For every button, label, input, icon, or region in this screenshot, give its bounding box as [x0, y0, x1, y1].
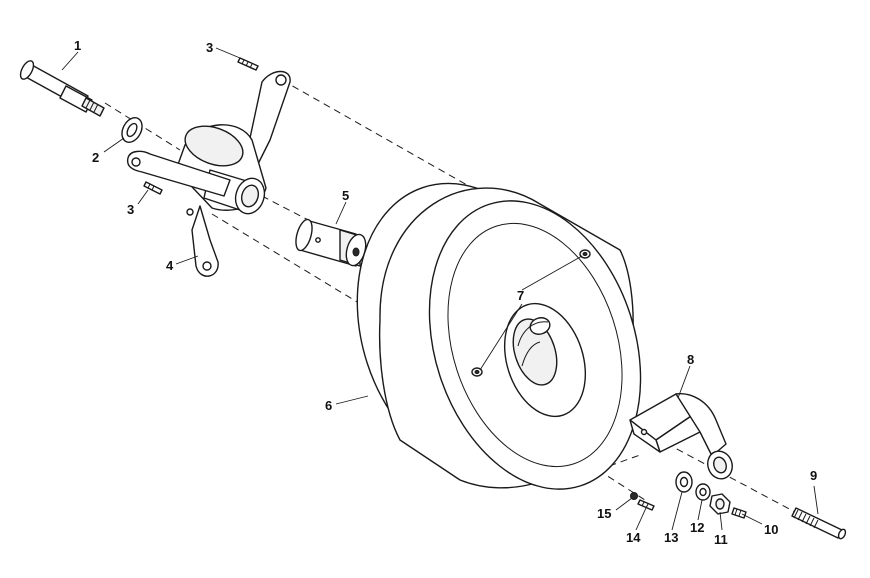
callout-10: 10	[764, 522, 778, 537]
part-11-nut	[709, 493, 731, 515]
part-1-axle-pin	[19, 60, 105, 117]
callout-6: 6	[325, 398, 332, 413]
part-3-screw-lower	[143, 181, 163, 195]
callout-13: 13	[664, 530, 678, 545]
part-8-bracket	[629, 393, 733, 480]
part-12-lock-washer	[695, 483, 711, 501]
callout-4: 4	[166, 258, 174, 273]
part-4-fork-bracket	[126, 70, 291, 277]
callout-15: 15	[597, 506, 611, 521]
callout-labels: 1 2 3 3 4 5 6 7 8 9 10 11 12 13 14 15	[74, 38, 817, 547]
callout-8: 8	[687, 352, 694, 367]
part-5-bushing	[295, 218, 367, 267]
callout-12: 12	[690, 520, 704, 535]
callout-1: 1	[74, 38, 81, 53]
part-13-washer	[675, 471, 693, 493]
part-9-bolt	[791, 507, 847, 540]
callout-5: 5	[342, 188, 349, 203]
part-3-screw-top	[237, 57, 259, 71]
callout-3-top: 3	[206, 40, 213, 55]
part-6-wheel	[356, 182, 642, 490]
callout-2: 2	[92, 150, 99, 165]
callout-14: 14	[626, 530, 641, 545]
callout-7: 7	[517, 288, 524, 303]
part-7-wheel-fitting	[471, 249, 591, 377]
part-15-nut	[630, 492, 638, 500]
callout-11: 11	[714, 532, 728, 547]
callout-3-lower: 3	[127, 202, 134, 217]
part-2-washer	[121, 117, 143, 143]
part-10-cap	[731, 507, 747, 519]
leader-lines	[61, 47, 819, 531]
part-14-screw	[637, 499, 655, 511]
callout-9: 9	[810, 468, 817, 483]
